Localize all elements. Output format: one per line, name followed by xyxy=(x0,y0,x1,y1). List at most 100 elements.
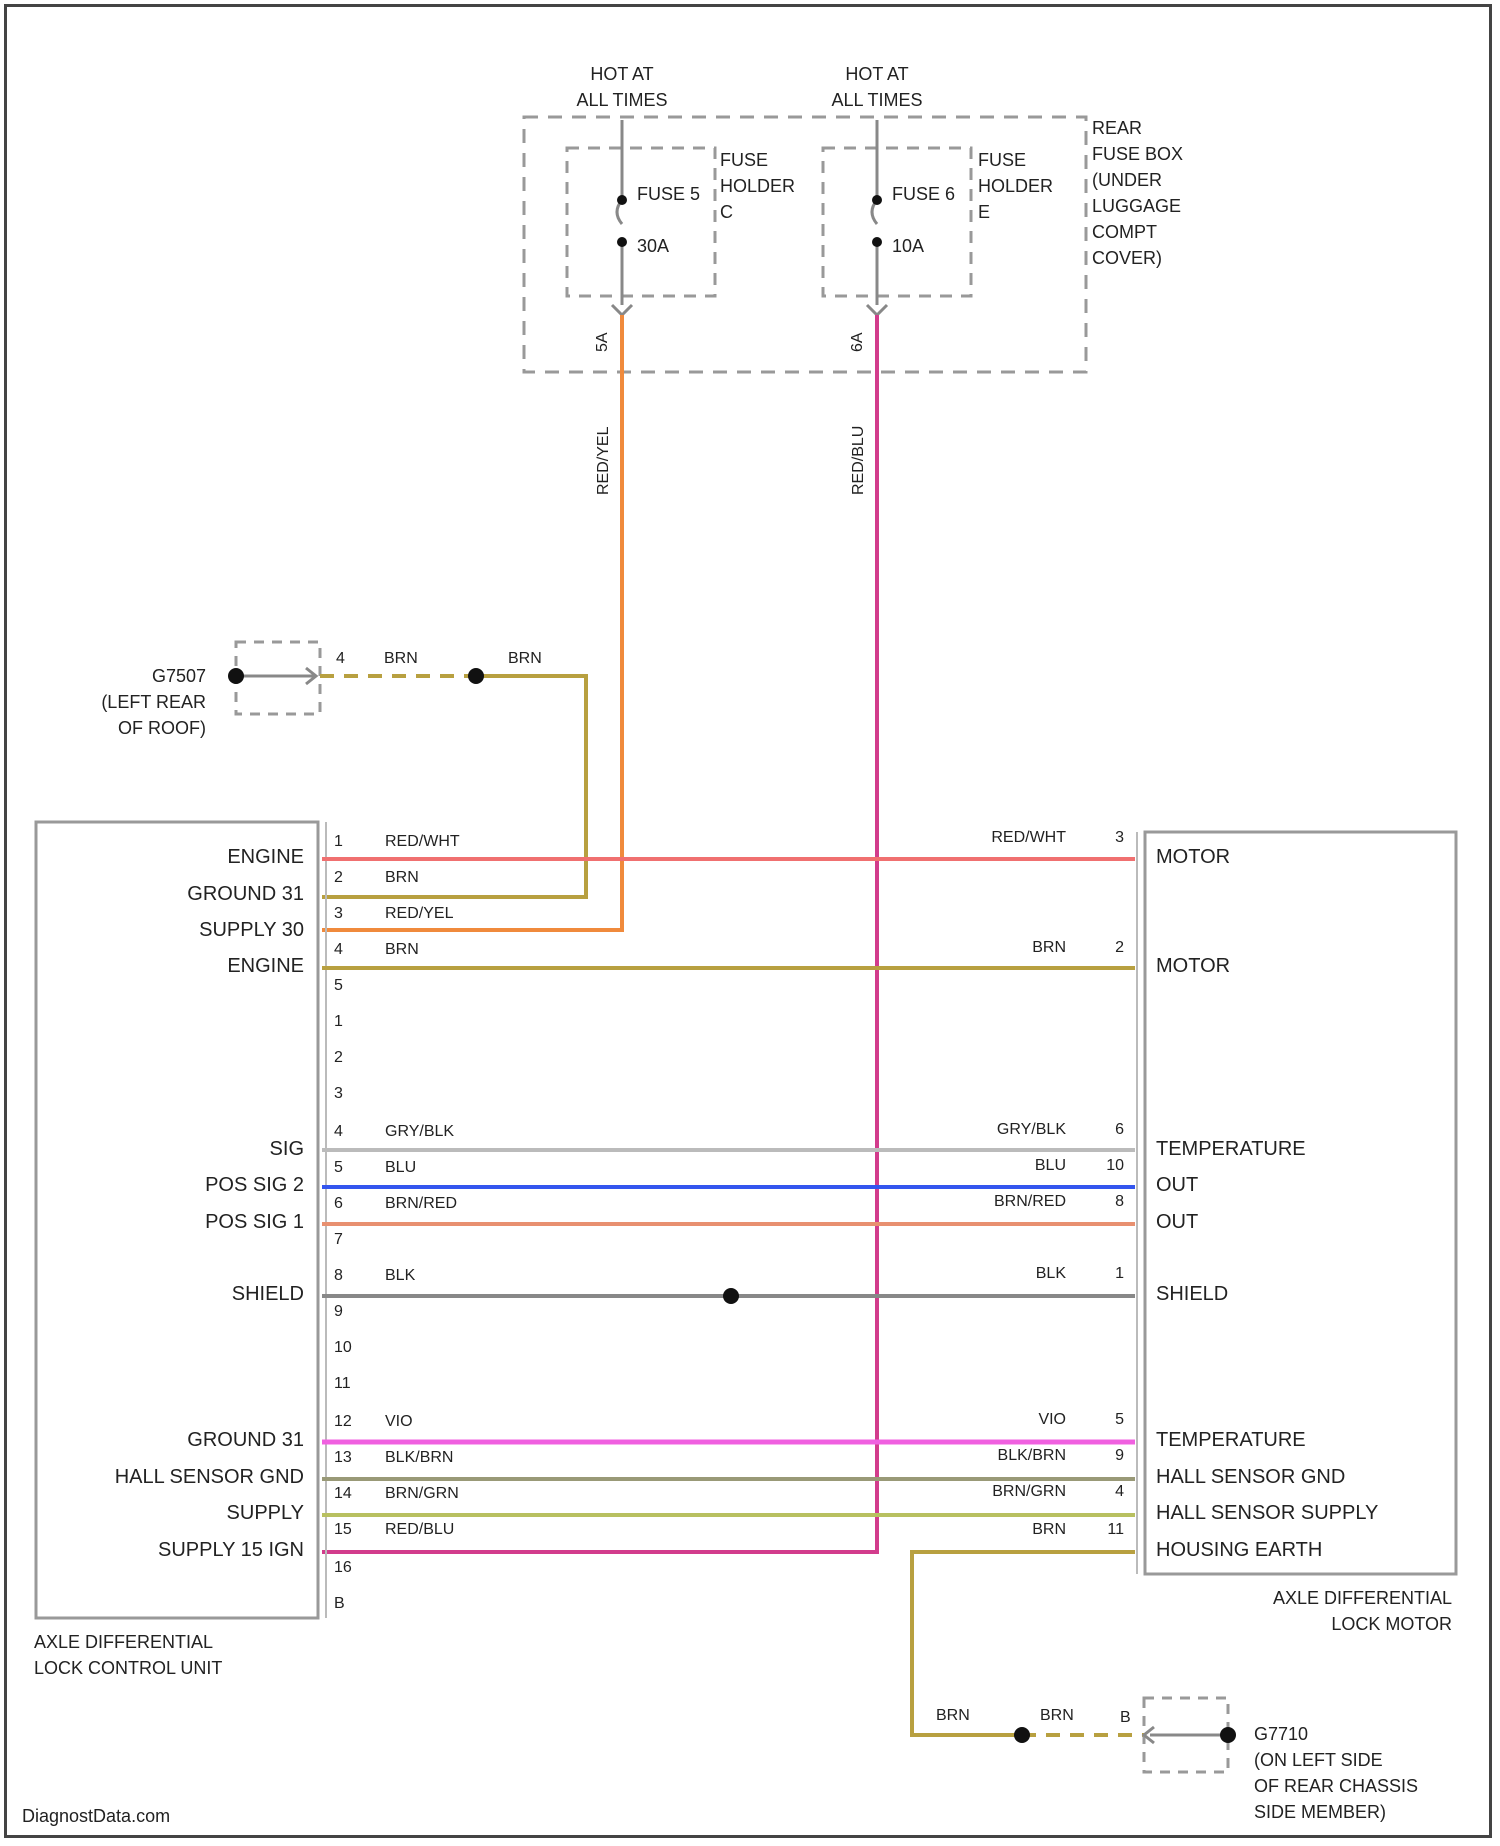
cu-pin-num: 13 xyxy=(334,1449,352,1466)
control-unit-name-1: AXLE DIFFERENTIAL xyxy=(34,1632,213,1652)
cu-pin-label: SIG xyxy=(270,1138,304,1160)
ground-bottom-id: G7710 xyxy=(1254,1724,1308,1744)
cu-pin-num: 15 xyxy=(334,1521,352,1538)
cu-pin-label: HALL SENSOR GND xyxy=(115,1466,304,1488)
cu-pin-num: 2 xyxy=(334,869,343,886)
ground-bottom-splice xyxy=(1014,1727,1030,1743)
motor-name-2: LOCK MOTOR xyxy=(1331,1614,1452,1634)
control-unit-pins: 1 ENGINE 2 GROUND 31 3 SUPPLY 30 4 ENGIN… xyxy=(115,833,352,1612)
motor-pin-num: 6 xyxy=(1115,1121,1124,1138)
wire-label: GRY/BLK xyxy=(997,1121,1066,1138)
wire-label: BLK xyxy=(385,1267,416,1284)
wire-label: RED/WHT xyxy=(991,829,1066,846)
wire-red-blu-feed xyxy=(322,315,877,1552)
wire-label: BLU xyxy=(385,1159,416,1176)
cu-pin-label: POS SIG 2 xyxy=(205,1174,304,1196)
cu-pin-label: GROUND 31 xyxy=(187,883,304,905)
svg-text:COVER): COVER) xyxy=(1092,248,1162,268)
cu-pin-num: 7 xyxy=(334,1231,343,1248)
holder-e-line1: FUSE xyxy=(978,150,1026,170)
watermark: DiagnostData.com xyxy=(22,1806,170,1826)
holder-c-line2: HOLDER xyxy=(720,176,795,196)
motor-pin-num: 5 xyxy=(1115,1411,1124,1428)
motor-box xyxy=(1145,832,1456,1574)
cu-pin-num: 4 xyxy=(334,1123,343,1140)
cu-pin-num: 10 xyxy=(334,1339,352,1356)
motor-pin-label: SHIELD xyxy=(1156,1283,1228,1305)
motor-pin-num: 10 xyxy=(1106,1157,1124,1174)
motor-pin-num: 9 xyxy=(1115,1447,1124,1464)
wire-label: BRN xyxy=(1032,1521,1066,1538)
motor-pin-num: 1 xyxy=(1115,1265,1124,1282)
ground-bottom-loc-1: (ON LEFT SIDE xyxy=(1254,1750,1383,1770)
fuse6-hot-line1: HOT AT xyxy=(845,64,908,84)
motor-pin-label: OUT xyxy=(1156,1174,1198,1196)
cu-pin-label: ENGINE xyxy=(227,955,304,977)
cu-pin-num: 12 xyxy=(334,1413,352,1430)
cu-pin-num: 1 xyxy=(334,1013,343,1030)
ground-top-id: G7507 xyxy=(152,666,206,686)
motor-pin-num: 3 xyxy=(1115,829,1124,846)
ground-top-wire-right: BRN xyxy=(508,650,542,667)
ground-top-point xyxy=(228,668,244,684)
shield-splice xyxy=(723,1288,739,1304)
cu-pin-label: SUPPLY 30 xyxy=(199,919,304,941)
wire-label: RED/BLU xyxy=(385,1521,454,1538)
svg-text:COMPT: COMPT xyxy=(1092,222,1157,242)
svg-text:REAR: REAR xyxy=(1092,118,1142,138)
cu-pin-num: 2 xyxy=(334,1049,343,1066)
motor-pin-num: 2 xyxy=(1115,939,1124,956)
cu-pin-label: GROUND 31 xyxy=(187,1429,304,1451)
wire-label: BRN/GRN xyxy=(385,1485,459,1502)
wire-label: BRN xyxy=(385,941,419,958)
ground-bottom-point xyxy=(1220,1727,1236,1743)
wire-label: VIO xyxy=(1038,1411,1066,1428)
wire-label: VIO xyxy=(385,1413,413,1430)
wire-label: BLK/BRN xyxy=(385,1449,453,1466)
cu-pin-num: 6 xyxy=(334,1195,343,1212)
wire-label: BRN xyxy=(385,869,419,886)
wire-label: BRN xyxy=(1032,939,1066,956)
cu-pin-num: 16 xyxy=(334,1559,352,1576)
motor-pin-label: HALL SENSOR SUPPLY xyxy=(1156,1502,1378,1524)
fuse6-hot-line2: ALL TIMES xyxy=(831,90,922,110)
motor-pin-label: TEMPERATURE xyxy=(1156,1429,1306,1451)
motor-pin-label: HALL SENSOR GND xyxy=(1156,1466,1345,1488)
wire-label-red-blu-vertical: RED/BLU xyxy=(850,426,867,495)
wire-label: BLK xyxy=(1036,1265,1067,1282)
fuse5-hot-line2: ALL TIMES xyxy=(576,90,667,110)
ground-top-wire-left: BRN xyxy=(384,650,418,667)
ground-top-wire xyxy=(322,676,586,897)
cu-pin-num: 1 xyxy=(334,833,343,850)
motor-pin-num: 4 xyxy=(1115,1483,1124,1500)
ground-bottom-wire-left: BRN xyxy=(936,1707,970,1724)
fuse-holder-e-outline xyxy=(823,148,971,296)
ground-bottom-loc-2: OF REAR CHASSIS xyxy=(1254,1776,1418,1796)
cu-pin-num: 5 xyxy=(334,1159,343,1176)
cu-pin-num: 14 xyxy=(334,1485,352,1502)
svg-text:FUSE BOX: FUSE BOX xyxy=(1092,144,1183,164)
cu-pin-label: POS SIG 1 xyxy=(205,1211,304,1233)
cu-pin-num: B xyxy=(334,1595,345,1612)
cu-pin-label: SUPPLY xyxy=(227,1502,304,1524)
wire-label-red-yel-vertical: RED/YEL xyxy=(595,426,612,495)
motor-name-1: AXLE DIFFERENTIAL xyxy=(1273,1588,1452,1608)
fuse5-hot-line1: HOT AT xyxy=(590,64,653,84)
wire-red-yel-feed xyxy=(322,315,622,930)
ground-bottom-loc-3: SIDE MEMBER) xyxy=(1254,1802,1386,1822)
motor-pin-label: MOTOR xyxy=(1156,846,1230,868)
motor-pins: 3 MOTOR 2 MOTOR 6 TEMPERATURE 10 OUT 8 O… xyxy=(1106,829,1378,1561)
wire-label: GRY/BLK xyxy=(385,1123,454,1140)
wire-label: BRN/RED xyxy=(385,1195,457,1212)
holder-c-line1: FUSE xyxy=(720,150,768,170)
motor-pin-num: 11 xyxy=(1107,1521,1124,1538)
motor-pin-label: TEMPERATURE xyxy=(1156,1138,1306,1160)
wire-label: BLU xyxy=(1035,1157,1066,1174)
cu-pin-num: 5 xyxy=(334,977,343,994)
motor-pin-num: 8 xyxy=(1115,1193,1124,1210)
ground-bottom-pin: B xyxy=(1120,1709,1131,1726)
holder-c-line3: C xyxy=(720,202,733,222)
wire-label: BRN/RED xyxy=(994,1193,1066,1210)
holder-e-line2: HOLDER xyxy=(978,176,1053,196)
